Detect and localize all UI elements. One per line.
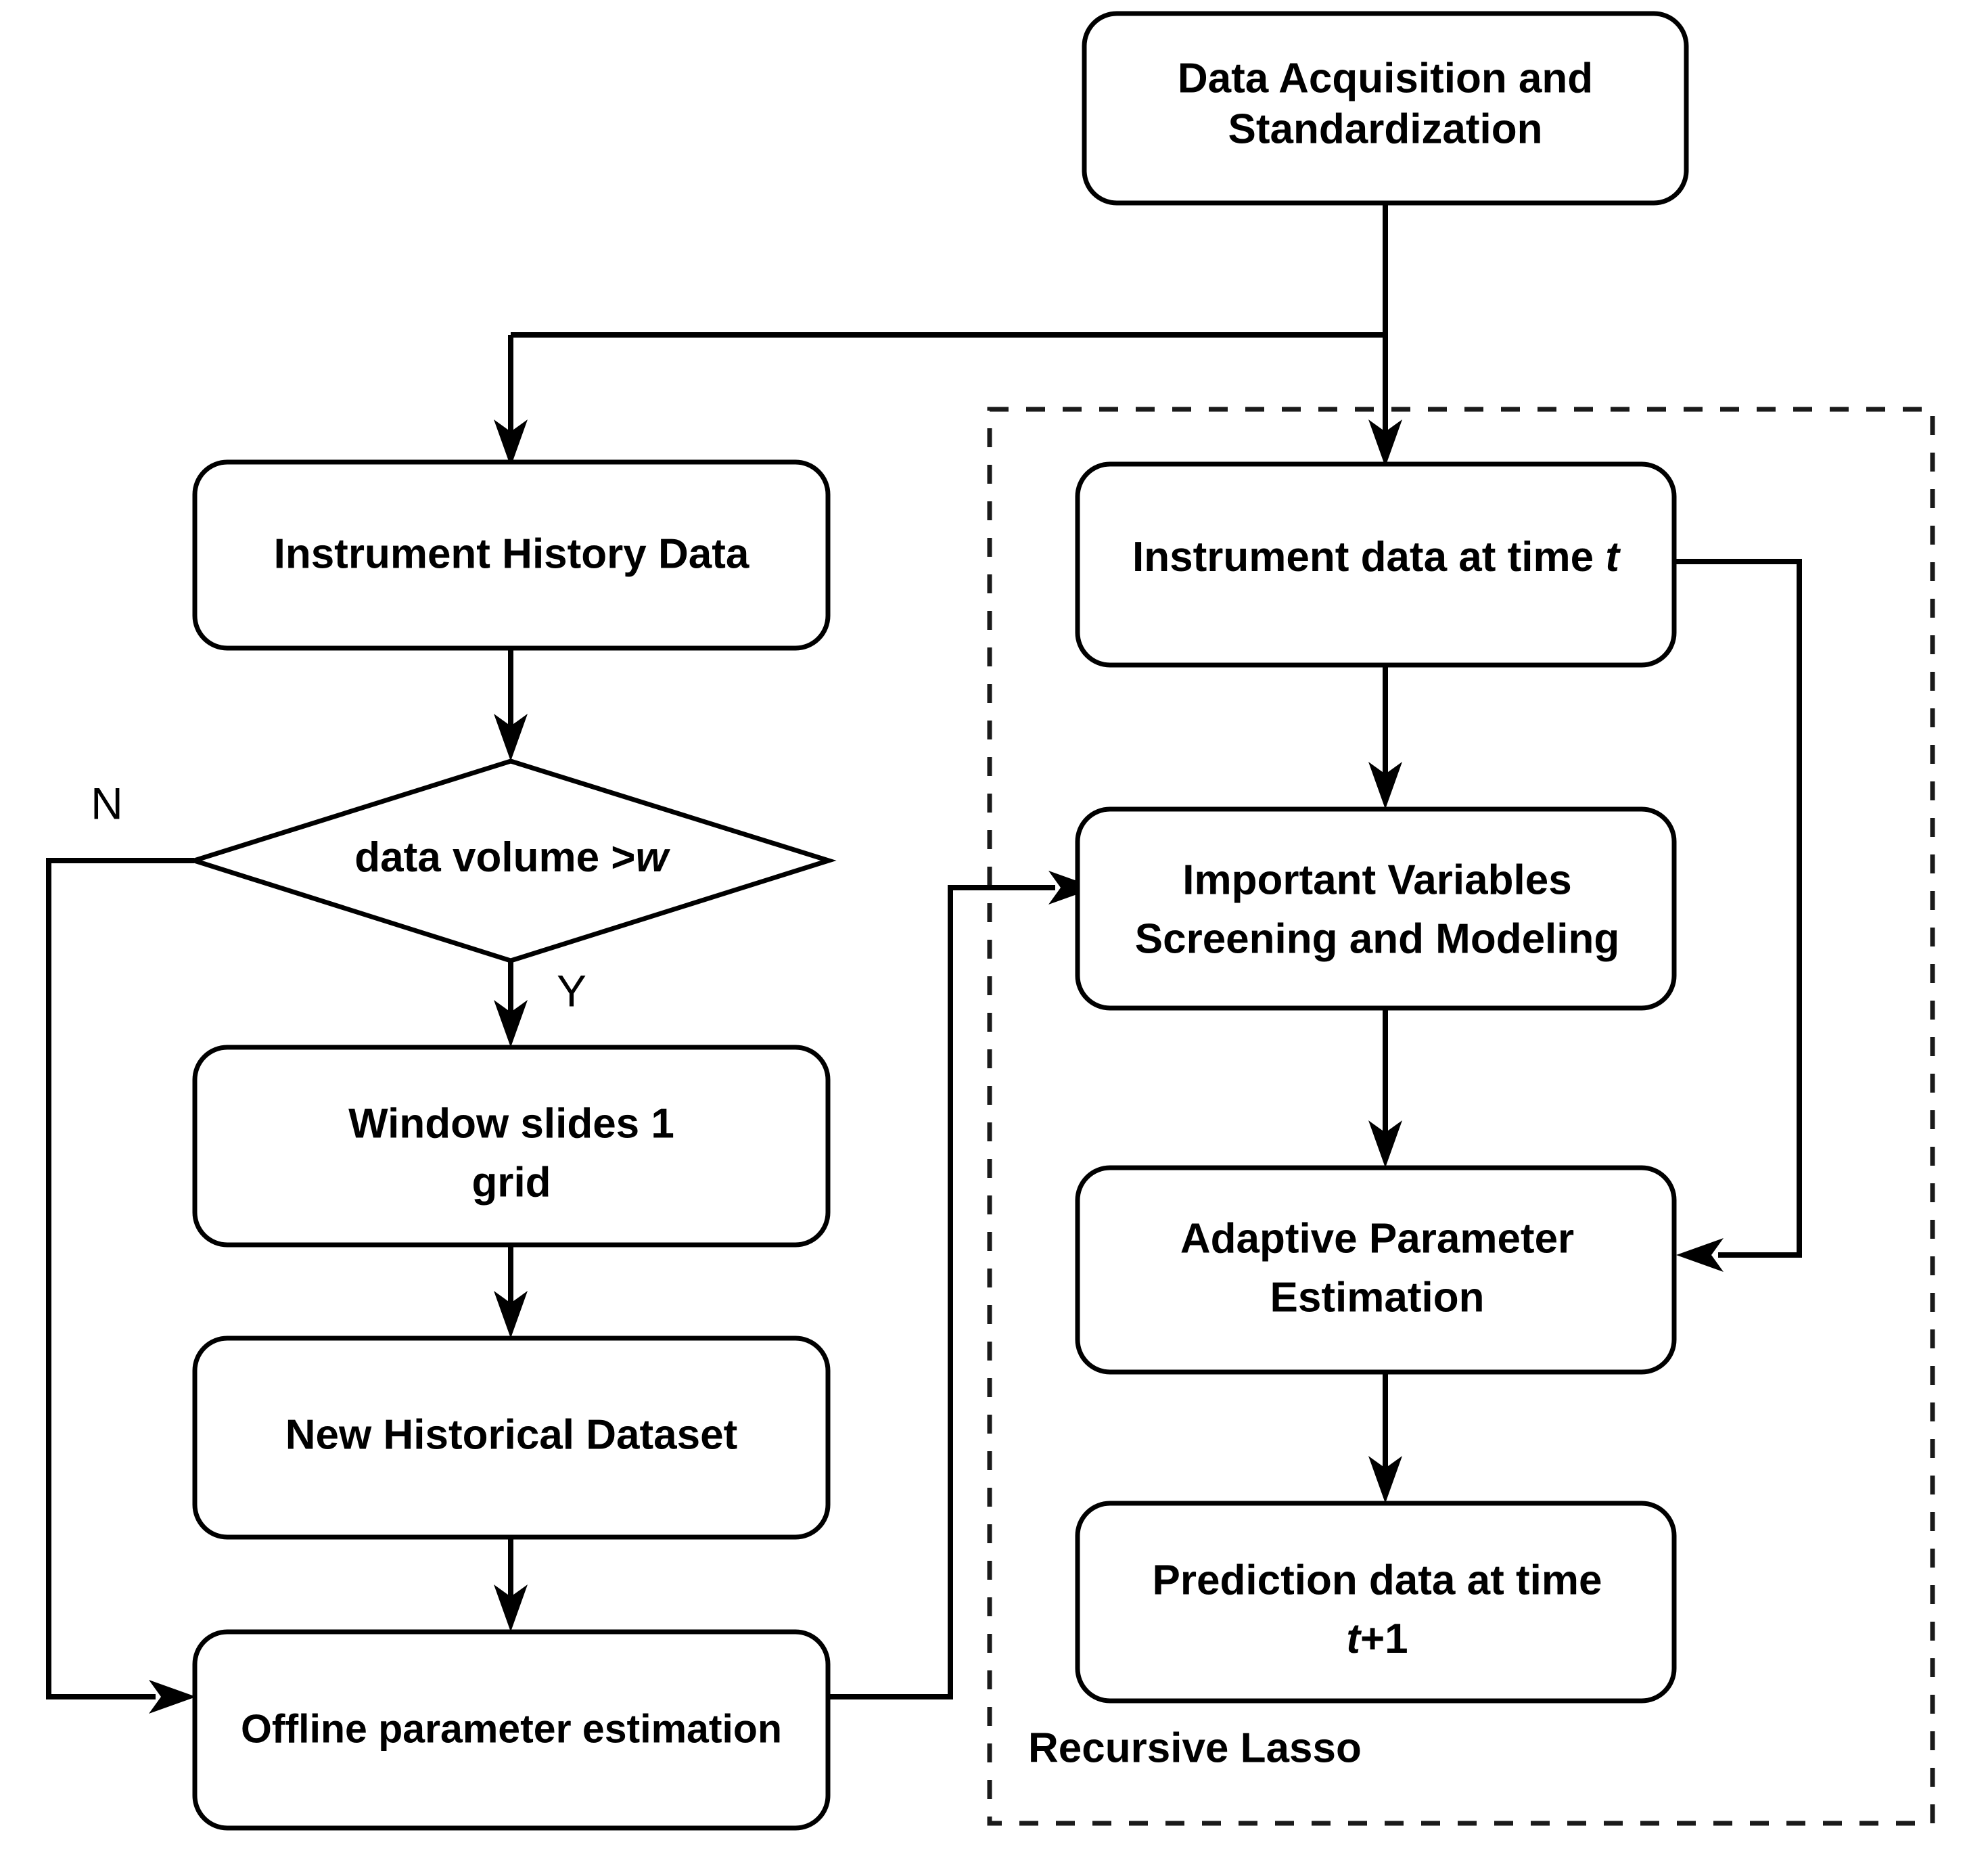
label-data-volume-plain: data volume > (354, 834, 635, 881)
label-recursive-lasso-group: Recursive Lasso (1028, 1725, 1362, 1771)
arrowhead-to-adaptive-estimation (1368, 1120, 1402, 1168)
label-new-historical-dataset: New Historical Dataset (285, 1411, 737, 1458)
edge-label-no: N (91, 778, 123, 828)
node-offline-parameter-estimation (192, 1629, 831, 1831)
label-window-slides-line1: Window slides 1 (348, 1100, 674, 1147)
label-instrument-data-at-time-t: Instrument data at time t (1132, 534, 1621, 580)
label-prediction-data-line1: Prediction data at time (1153, 1557, 1602, 1603)
node-adaptive-parameter-estimation (1075, 1165, 1677, 1375)
arrowhead-feedback-into-adaptive (1676, 1238, 1724, 1272)
label-instrument-data-plain: Instrument data at time (1132, 534, 1605, 580)
node-instrument-data-at-time-t (1075, 461, 1677, 668)
label-important-variables-line1: Important Variables (1182, 857, 1571, 903)
arrowhead-no-branch-into-offline (149, 1680, 196, 1714)
connector-no-branch-loop (46, 858, 194, 1699)
node-window-slides (192, 1045, 831, 1248)
label-prediction-italic-t: t (1346, 1616, 1362, 1662)
connector-feedback-instrument-to-adaptive (1674, 559, 1802, 1258)
connector-offline-to-important-variables (828, 885, 1055, 1699)
label-adaptive-parameter-line2: Estimation (1270, 1274, 1485, 1321)
arrowhead-to-new-dataset (494, 1291, 528, 1338)
edge-label-yes: Y (557, 965, 586, 1015)
label-prediction-plus-one: +1 (1360, 1616, 1408, 1662)
node-data-acquisition (1082, 11, 1689, 206)
node-instrument-history-data (192, 459, 831, 651)
label-data-volume-decision: data volume >w (354, 834, 670, 881)
label-instrument-history-data: Instrument History Data (274, 530, 749, 577)
label-instrument-data-italic-t: t (1605, 534, 1621, 580)
label-offline-parameter-estimation: Offline parameter estimation (241, 1707, 782, 1752)
arrowhead-to-instrument-history (494, 419, 528, 467)
arrowhead-to-offline-estimation (494, 1584, 528, 1632)
node-prediction-data (1075, 1501, 1677, 1704)
arrowhead-to-prediction-data (1368, 1456, 1402, 1503)
arrowhead-to-important-variables (1048, 871, 1096, 905)
label-prediction-data-line2: t+1 (1346, 1616, 1408, 1662)
node-new-historical-dataset (192, 1336, 831, 1540)
arrowhead-to-decision (494, 714, 528, 761)
label-adaptive-parameter-line1: Adaptive Parameter (1180, 1215, 1574, 1262)
label-window-slides-line2: grid (471, 1159, 551, 1206)
label-important-variables-line2: Screening and Modeling (1135, 915, 1620, 962)
label-data-volume-italic-w: w (635, 834, 670, 881)
node-important-variables-screening (1075, 806, 1677, 1011)
arrowhead-yes-to-window-slides (494, 1000, 528, 1047)
label-data-acquisition-line1: Data Acquisition and (1178, 55, 1593, 101)
recursive-lasso-group-border (987, 407, 1935, 1826)
label-data-acquisition-line2: Standardization (1228, 106, 1542, 152)
arrowhead-to-instrument-data-t (1368, 419, 1402, 467)
arrowhead-instrument-t-to-screening (1368, 762, 1402, 809)
